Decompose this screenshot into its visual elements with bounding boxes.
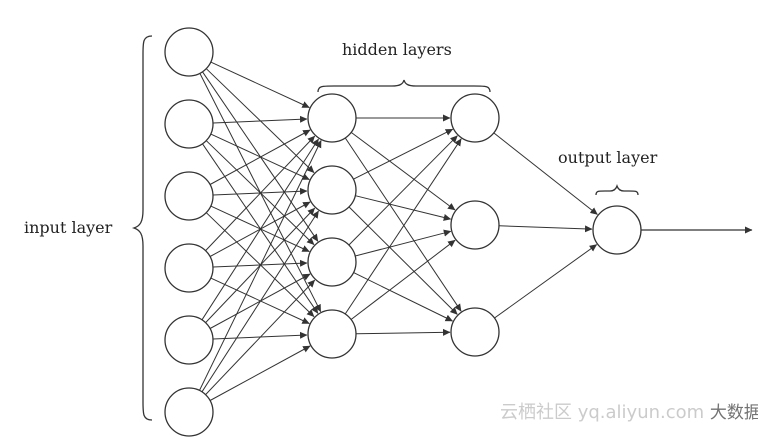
neuron-input-4 xyxy=(164,243,214,293)
neuron-hidden-2-2 xyxy=(450,200,500,250)
connection-hidden-1-2-to-hidden-2-2 xyxy=(355,195,452,221)
neuron-input-3 xyxy=(164,171,214,221)
connection-hidden-2-3-to-output-1 xyxy=(494,244,598,319)
output-layer-label: output layer xyxy=(558,148,658,167)
neuron-hidden-1-4 xyxy=(307,309,357,359)
neuron-input-5 xyxy=(164,315,214,365)
connection-hidden-1-2-to-hidden-2-3 xyxy=(348,206,458,315)
connection-hidden-1-3-to-hidden-2-2 xyxy=(355,229,452,257)
output-layer-brace xyxy=(595,183,639,196)
input-layer-brace xyxy=(131,35,153,421)
connection-hidden-1-1-to-hidden-2-3 xyxy=(344,137,462,312)
watermark-site: 云栖社区 yq.aliyun.com xyxy=(500,402,705,423)
connection-hidden-1-2-to-hidden-2-1 xyxy=(353,128,454,180)
neuron-hidden-2-3 xyxy=(450,307,500,357)
connection-input-2-to-hidden-1-1 xyxy=(212,115,308,124)
neuron-input-2 xyxy=(164,99,214,149)
neuron-hidden-1-1 xyxy=(307,93,357,143)
connections xyxy=(199,61,598,401)
connection-hidden-1-4-to-hidden-2-1 xyxy=(344,138,462,315)
connection-input-1-to-hidden-1-1 xyxy=(210,61,310,108)
input-layer-label: input layer xyxy=(24,218,113,237)
neuron-input-6 xyxy=(164,387,214,437)
watermark-brand: 大数据文摘 xyxy=(709,403,758,423)
connection-input-6-to-hidden-1-1 xyxy=(199,140,322,391)
neurons xyxy=(164,27,642,437)
connection-hidden-1-3-to-hidden-2-1 xyxy=(348,135,458,246)
connection-hidden-1-4-to-hidden-2-3 xyxy=(355,328,451,336)
hidden-layers-brace xyxy=(317,79,491,93)
connection-input-3-to-hidden-1-1 xyxy=(209,129,311,185)
connection-input-6-to-hidden-1-2 xyxy=(201,210,319,393)
connection-hidden-1-3-to-hidden-2-3 xyxy=(353,272,453,322)
connection-hidden-1-4-to-hidden-2-2 xyxy=(350,239,456,320)
connection-input-5-to-hidden-1-1 xyxy=(201,138,319,321)
neuron-hidden-1-2 xyxy=(307,165,357,215)
hidden-layers-label: hidden layers xyxy=(342,40,452,59)
neuron-input-1 xyxy=(164,27,214,77)
neuron-hidden-1-3 xyxy=(307,237,357,287)
connection-hidden-1-1-to-hidden-2-2 xyxy=(350,131,456,211)
connection-input-6-to-hidden-1-3 xyxy=(205,279,316,395)
neuron-hidden-2-1 xyxy=(450,93,500,143)
connection-input-4-to-hidden-1-1 xyxy=(205,135,316,251)
watermark: 云栖社区 yq.aliyun.com 大数据文摘 xyxy=(500,398,758,424)
neuron-output-1 xyxy=(592,205,642,255)
connection-hidden-2-1-to-output-1 xyxy=(493,132,598,215)
connection-hidden-2-2-to-output-1 xyxy=(498,225,593,233)
connection-input-6-to-hidden-1-4 xyxy=(209,345,311,401)
